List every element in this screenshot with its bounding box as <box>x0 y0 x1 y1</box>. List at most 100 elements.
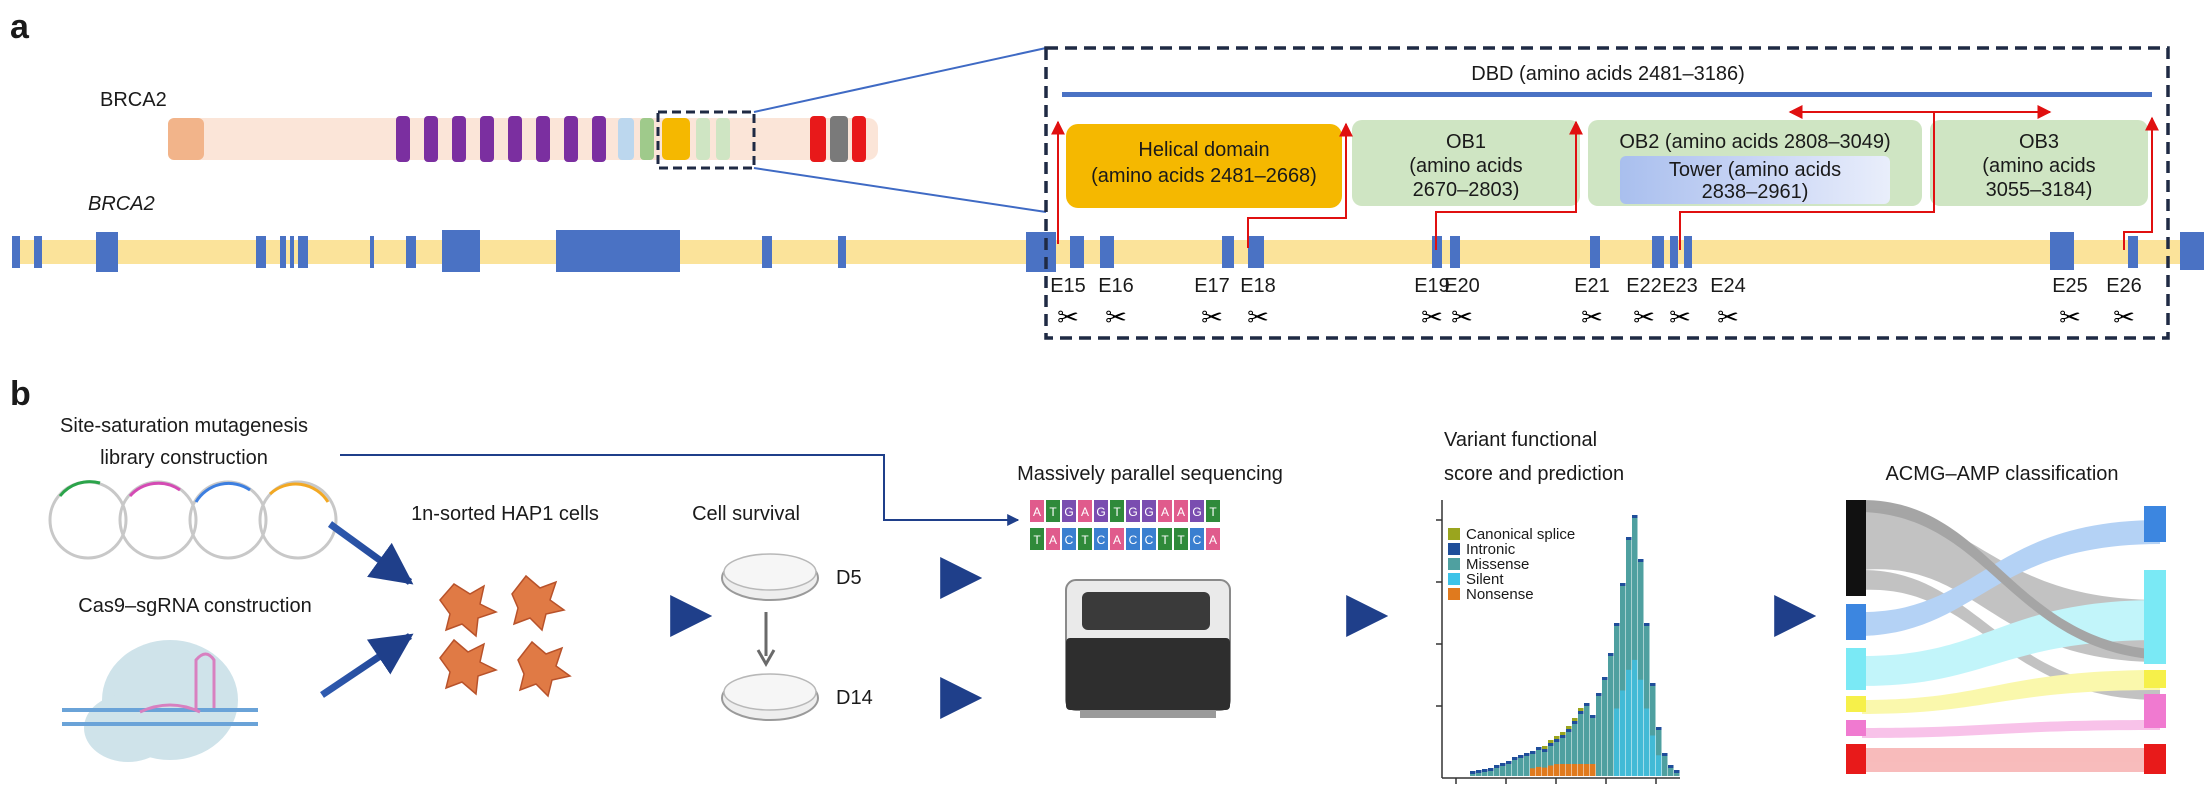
exon-label-e18: E18 <box>1240 275 1276 297</box>
histogram-bar <box>1530 754 1536 776</box>
histogram-bar-silent <box>1632 659 1638 776</box>
histogram-bar-intronic <box>1524 753 1530 756</box>
legend-swatch <box>1448 543 1460 555</box>
sankey-right-yellow-block <box>2144 670 2166 688</box>
histogram-bar <box>1662 756 1668 776</box>
histogram-bar <box>1500 766 1506 776</box>
d5-label: D5 <box>836 567 862 589</box>
histogram-bar <box>1482 772 1488 776</box>
histogram-bar-silent <box>1614 708 1620 776</box>
histogram-bar <box>1638 562 1644 776</box>
histogram-bar-nonsense <box>1548 765 1554 776</box>
brca2-protein-map: BRCA2 <box>100 47 1047 213</box>
histogram-bar-intronic <box>1548 743 1554 746</box>
legend-label: Nonsense <box>1466 586 1534 603</box>
histogram-bar-intronic <box>1632 515 1638 518</box>
exon-label-e20: E20 <box>1444 275 1480 297</box>
histogram-bar-nonsense <box>1566 764 1572 776</box>
histogram-bar-splice <box>1566 726 1572 729</box>
scissors-icon: ✂ <box>1057 303 1079 333</box>
cas9-sgrna-icon <box>62 640 258 762</box>
histogram-bar-intronic <box>1512 757 1518 760</box>
exon-label-e16: E16 <box>1098 275 1134 297</box>
dna-top-letter: G <box>1096 505 1105 519</box>
dna-top-base <box>1062 500 1076 522</box>
histogram-bar-nonsense <box>1578 764 1584 776</box>
histogram-bar-intronic <box>1608 653 1614 656</box>
arrow-library-to-cells <box>327 521 414 585</box>
dbd-title: DBD (amino acids 2481–3186) <box>1471 63 1745 85</box>
histogram-bar-intronic <box>1584 703 1590 706</box>
sankey-left-red-block <box>1846 744 1866 774</box>
brc-repeats <box>396 116 606 162</box>
library-line1: Site-saturation mutagenesis <box>60 415 308 437</box>
histogram-bar <box>1512 760 1518 776</box>
histogram-bar-nonsense <box>1560 764 1566 776</box>
histogram-bar-splice <box>1578 708 1584 711</box>
legend-label: Canonical splice <box>1466 526 1575 543</box>
dna-bottom-base <box>1126 528 1140 550</box>
ob3-line1: OB3 <box>2019 131 2059 153</box>
histogram-bar <box>1632 518 1638 776</box>
exon-label-e26: E26 <box>2106 275 2142 297</box>
histogram-bar <box>1560 738 1566 776</box>
panel-label-b: b <box>10 375 31 413</box>
histogram-bar-intronic <box>1662 753 1668 756</box>
dna-top-base <box>1046 500 1060 522</box>
helical-domain-box <box>1066 124 1342 208</box>
exon-label-e15: E15 <box>1050 275 1086 297</box>
histogram-bar-intronic <box>1500 763 1506 766</box>
dna-top-letter: A <box>1033 505 1041 519</box>
histogram-bar <box>1542 752 1548 776</box>
histogram-bar-intronic <box>1578 711 1584 714</box>
scissors-icon: ✂ <box>1669 303 1691 333</box>
library-line2: library construction <box>100 447 268 469</box>
culture-dish-d14 <box>721 673 819 721</box>
protein-label: BRCA2 <box>100 89 167 111</box>
histogram-bar-nonsense <box>1554 764 1560 776</box>
histogram-bar <box>1584 706 1590 776</box>
sankey-left-benign-block <box>1846 500 1866 596</box>
exon-label-e24: E24 <box>1710 275 1746 297</box>
zoom-box-large <box>1044 46 2170 340</box>
legend-swatch <box>1448 558 1460 570</box>
histogram-bar <box>1590 718 1596 776</box>
histogram-bar-splice <box>1548 740 1554 743</box>
zoom-line-bottom <box>753 167 1047 213</box>
culture-dish-d5 <box>721 553 819 601</box>
scissors-icon: ✂ <box>1105 303 1127 333</box>
tower-domain-box <box>1620 156 1890 204</box>
histogram-bar-silent <box>1650 735 1656 776</box>
exon-label-e23: E23 <box>1662 275 1698 297</box>
ob3-domain-box <box>1930 120 2148 206</box>
dna-bottom-letter: C <box>1145 533 1154 547</box>
dna-top-base <box>1174 500 1188 522</box>
histogram-bar-silent <box>1638 679 1644 776</box>
histogram-bar <box>1572 724 1578 776</box>
histogram-bar-intronic <box>1614 623 1620 626</box>
histogram-bar-intronic <box>1596 693 1602 696</box>
histogram-bar-intronic <box>1470 771 1476 774</box>
histogram-bar-splice <box>1572 718 1578 721</box>
dna-bottom-letter: A <box>1113 533 1121 547</box>
grey-domain <box>830 116 848 162</box>
scissors-icon: ✂ <box>1247 303 1269 333</box>
tower-line2: 2838–2961) <box>1702 181 1809 203</box>
dna-top-letter: G <box>1144 505 1153 519</box>
dna-top-base <box>1126 500 1140 522</box>
histogram-bar-nonsense <box>1530 768 1536 776</box>
scissors-icon: ✂ <box>1421 303 1443 333</box>
light-blue-domain <box>618 118 634 160</box>
exon-label-e21: E21 <box>1574 275 1610 297</box>
ob3-line3: 3055–3184) <box>1986 179 2093 201</box>
zoom-box-small <box>656 110 756 170</box>
dna-bottom-base <box>1078 528 1092 550</box>
dna-bottom-letter: T <box>1033 533 1041 547</box>
histogram-bar-silent <box>1656 755 1662 776</box>
legend-swatch <box>1448 588 1460 600</box>
histogram-bar <box>1536 750 1542 776</box>
acmg-caption: ACMG–AMP classification <box>1885 463 2118 485</box>
histogram-legend: Canonical spliceIntronicMissenseSilentNo… <box>1448 526 1575 603</box>
histogram-bar-silent <box>1620 690 1626 776</box>
